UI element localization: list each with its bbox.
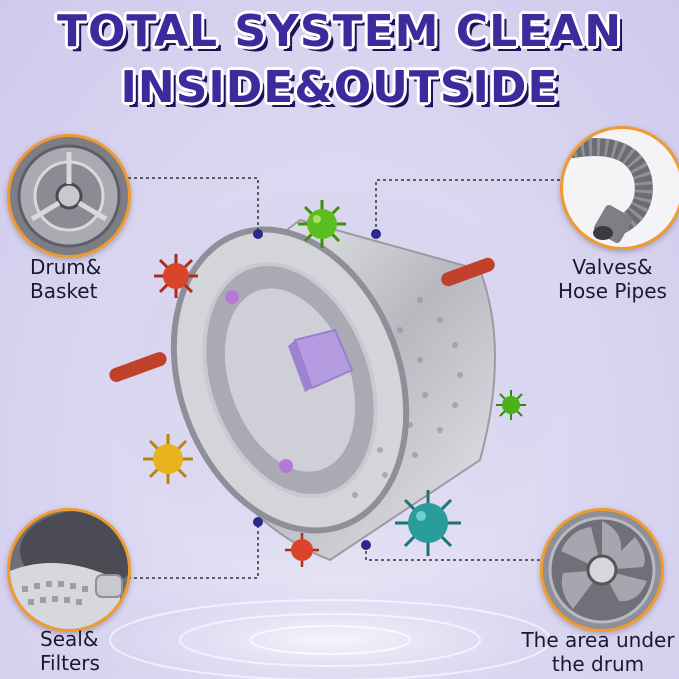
seal-filter-icon: [10, 511, 128, 629]
valves-hoses-label: Valves& Hose Pipes: [558, 255, 667, 303]
drum-basket-label-line2: Basket: [30, 279, 98, 303]
under-drum-label: The area under the drum: [518, 628, 678, 676]
drum-underside-icon: [543, 511, 661, 629]
germ-green-top: [298, 200, 346, 248]
drum-underside-photo: [540, 508, 664, 632]
seal-filters-label: Seal& Filters: [40, 627, 100, 675]
drum-basket-icon: [10, 137, 128, 255]
germ-red-bottom: [285, 533, 319, 567]
under-drum-label-line2: the drum: [551, 652, 645, 676]
seal-filters-label-line2: Filters: [40, 651, 100, 675]
water-ripples: [30, 580, 630, 679]
germ-red-left: [154, 254, 198, 298]
connector-lines: [128, 177, 560, 579]
valves-hoses-label-line2: Hose Pipes: [558, 279, 667, 303]
drum-basket-label: Drum& Basket: [30, 255, 101, 303]
seal-filters-label-line1: Seal&: [40, 627, 99, 651]
capsule-left: [109, 352, 167, 382]
connector-dots: [253, 229, 381, 550]
drum-basket-photo: [7, 134, 131, 258]
capsule-right: [441, 257, 495, 287]
page-title-line-2: INSIDE&OUTSIDE: [120, 62, 559, 113]
page-title-line-1: TOTAL SYSTEM CLEAN: [56, 6, 623, 57]
drum-basket-label-line1: Drum&: [30, 255, 102, 279]
seal-filter-photo: [7, 508, 131, 632]
drum: [170, 218, 496, 562]
germ-green-right: [496, 390, 526, 420]
hose-pipe-icon: [563, 129, 679, 247]
germ-yellow: [143, 434, 193, 484]
cleaning-tablet: [288, 328, 354, 392]
germ-purple-small: [225, 290, 293, 473]
hose-pipe-photo: [560, 126, 679, 250]
germ-teal: [395, 490, 461, 556]
under-drum-label-line1: The area under: [521, 628, 675, 652]
valves-hoses-label-line1: Valves&: [572, 255, 653, 279]
